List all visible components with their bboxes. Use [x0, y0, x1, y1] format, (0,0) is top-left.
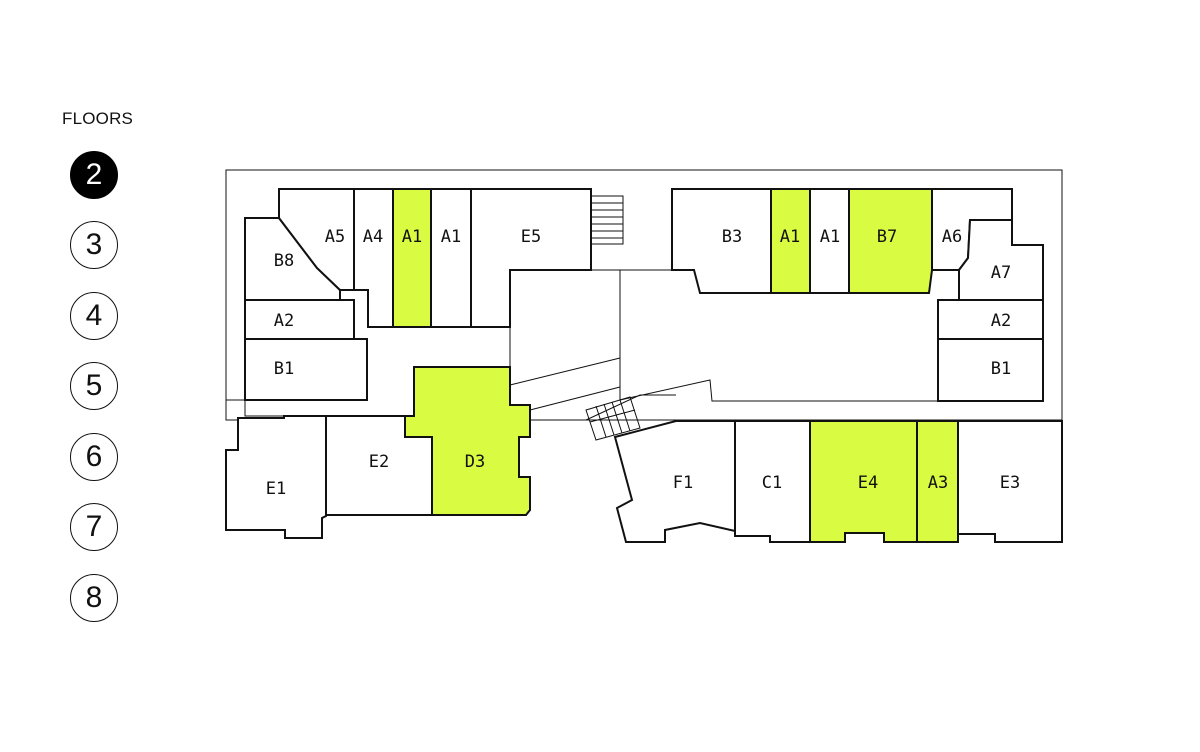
unit-e5[interactable]	[470, 188, 592, 328]
floor-3-button[interactable]: 3	[70, 221, 118, 269]
corridor-line	[509, 357, 621, 386]
unit-f1[interactable]	[613, 420, 736, 543]
corridor-line	[226, 399, 414, 417]
unit-a1-left[interactable]	[430, 188, 472, 328]
unit-a1-right-available[interactable]	[770, 188, 811, 294]
unit-a7[interactable]	[958, 219, 1044, 301]
floor-5-button[interactable]: 5	[70, 362, 118, 410]
unit-a2-left[interactable]	[244, 299, 355, 340]
floor-6-button[interactable]: 6	[70, 433, 118, 481]
corridor-line	[529, 386, 621, 411]
unit-e1[interactable]	[225, 415, 327, 539]
floor-8-button[interactable]: 8	[70, 574, 118, 622]
unit-b1-right[interactable]	[937, 338, 1044, 402]
floor-2-button[interactable]: 2	[70, 151, 118, 199]
unit-b3[interactable]	[671, 188, 772, 294]
building-outline	[225, 169, 1063, 421]
unit-b7[interactable]	[848, 188, 933, 294]
floors-heading: FLOORS	[62, 109, 134, 128]
unit-e4[interactable]	[809, 420, 918, 543]
unit-a1-left-available[interactable]	[392, 188, 432, 328]
unit-b1-left[interactable]	[244, 338, 368, 401]
floor-7-button[interactable]: 7	[70, 503, 118, 551]
unit-c1[interactable]	[734, 420, 811, 543]
unit-a2-right[interactable]	[937, 299, 1044, 340]
unit-e3[interactable]	[957, 420, 1063, 543]
stairs-top	[590, 195, 624, 245]
unit-a4[interactable]	[353, 188, 394, 328]
corridor-line	[585, 394, 676, 421]
corridor-line	[619, 379, 938, 402]
stairs-right	[585, 396, 641, 441]
unit-a1-right[interactable]	[809, 188, 850, 294]
unit-a3[interactable]	[916, 420, 959, 543]
floor-4-button[interactable]: 4	[70, 292, 118, 340]
unit-d3[interactable]	[404, 366, 531, 516]
